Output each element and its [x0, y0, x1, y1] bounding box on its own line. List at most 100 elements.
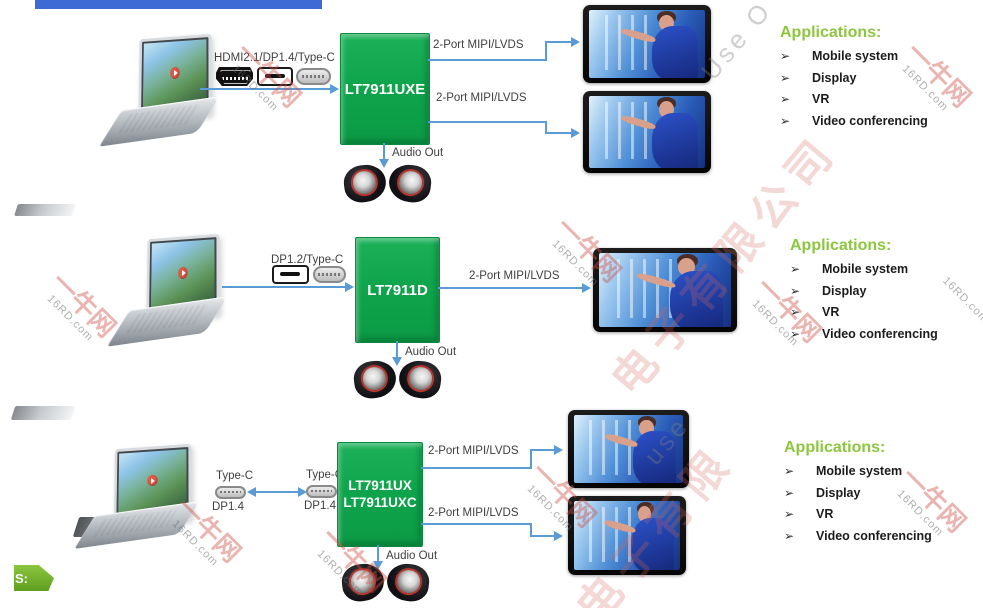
- output-label: 2-Port MIPI/LVDS: [469, 270, 560, 282]
- arrow-down-icon: [391, 357, 402, 366]
- list-item: ➢ VR: [780, 92, 928, 106]
- display-screen: [574, 501, 680, 570]
- applications-panel: Applications: ➢Mobile system ➢Display ➢V…: [784, 439, 932, 550]
- applications-panel: Applications: ➢Mobile system ➢Display ➢V…: [780, 24, 928, 135]
- typec-connector-icon: [296, 68, 331, 85]
- watermark-logo: 一牛网: [45, 266, 122, 344]
- display-image: [583, 5, 711, 83]
- speaker-icon: [386, 162, 434, 205]
- arrow-bullet-icon: ➢: [790, 262, 801, 276]
- output-line-elbow: [545, 121, 547, 134]
- watermark: 16RD.com: [940, 275, 983, 326]
- chip-label: LT7911UX: [348, 477, 412, 493]
- arrow-bullet-icon: ➢: [784, 507, 795, 521]
- arrow-left-icon: [247, 486, 256, 497]
- arrow-bullet-icon: ➢: [784, 528, 795, 543]
- arrow-bullet-icon: ➢: [790, 326, 801, 341]
- typec-label: Type-C: [216, 470, 254, 482]
- hdmi-connector-icon: [216, 67, 253, 86]
- dp-connector-icon: [272, 265, 309, 284]
- output-line: [428, 59, 547, 61]
- arrow-down-icon: [378, 159, 389, 168]
- display-screen: [589, 10, 705, 78]
- arrow-right-icon: [582, 282, 591, 293]
- speaker-icon: [384, 561, 432, 604]
- banner-label: S:: [15, 570, 28, 586]
- speaker-icon: [351, 358, 399, 401]
- application-label: Mobile system: [816, 464, 903, 478]
- output-line: [428, 121, 547, 123]
- list-item: ➢VR: [790, 305, 938, 319]
- application-label: VR: [812, 92, 830, 106]
- section-banner: S:: [14, 565, 54, 591]
- laptop-image: [74, 443, 204, 549]
- output-line: [438, 287, 584, 289]
- arrow-bullet-icon: ➢: [780, 49, 791, 63]
- list-item: ➢VR: [784, 507, 932, 521]
- play-icon: [169, 66, 179, 79]
- laptop-image: [99, 33, 222, 147]
- laptop-image: [107, 233, 230, 347]
- highlight-bar: [35, 0, 322, 9]
- list-item: ➢Display: [780, 71, 928, 85]
- display-screen: [574, 415, 683, 483]
- dp-label: DP1.4: [304, 500, 336, 512]
- page-edge-artifact: [14, 204, 76, 216]
- list-item: ➢ Video conferencing: [784, 529, 932, 543]
- laptop-base: [99, 96, 220, 147]
- dp-connector-icon: [257, 67, 293, 86]
- arrow-bullet-icon: ➢: [784, 485, 795, 500]
- display-image: [568, 496, 686, 575]
- typec-connector-icon: [306, 485, 337, 498]
- list-item: ➢Video conferencing: [780, 114, 928, 128]
- output-label: 2-Port MIPI/LVDS: [428, 507, 519, 519]
- list-item: ➢ Mobile system: [784, 464, 932, 478]
- watermark-site: 16RD.com: [940, 274, 983, 326]
- list-item: ➢Display: [790, 284, 938, 298]
- speaker-icon: [341, 162, 389, 205]
- audio-out-label: Audio Out: [405, 346, 457, 358]
- display-image: [593, 248, 737, 332]
- input-line: [222, 286, 347, 288]
- arrow-right-icon: [330, 83, 339, 94]
- list-item: ➢Mobile system: [790, 262, 938, 276]
- arrow-right-icon: [554, 444, 563, 455]
- speaker-icon: [396, 358, 444, 401]
- output-label: 2-Port MIPI/LVDS: [433, 39, 524, 51]
- chip-label: LT7911D: [367, 281, 428, 299]
- page-edge-artifact: [10, 406, 76, 420]
- output-label: 2-Port MIPI/LVDS: [428, 445, 519, 457]
- input-line: [200, 88, 332, 90]
- output-line: [530, 449, 556, 451]
- list-item: ➢Display: [784, 486, 932, 500]
- applications-heading: Applications:: [784, 439, 886, 456]
- dp-label: DP1.4: [212, 501, 244, 513]
- application-label: Mobile system: [812, 49, 899, 63]
- output-line-elbow: [545, 41, 547, 61]
- arrow-right-icon: [571, 36, 580, 47]
- display-screen: [589, 96, 705, 168]
- arrow-down-icon: [372, 561, 383, 570]
- output-line: [545, 132, 573, 134]
- arrow-right-icon: [345, 281, 354, 292]
- arrow-bullet-icon: ➢: [780, 92, 791, 106]
- arrow-right-icon: [554, 530, 563, 541]
- chip-label: LT7911UXC: [343, 494, 417, 510]
- output-line-elbow: [530, 449, 532, 469]
- audio-out-label: Audio Out: [386, 550, 438, 562]
- application-label: Display: [812, 70, 857, 85]
- application-label: Video conferencing: [812, 113, 928, 128]
- input-ports-label: HDMI2.1/DP1.4/Type-C: [214, 52, 335, 64]
- play-icon: [147, 474, 158, 486]
- applications-heading: Applications:: [790, 237, 892, 254]
- audio-line: [383, 143, 385, 161]
- chip-box-lt7911d: LT7911D: [355, 237, 440, 343]
- list-item: ➢Video conferencing: [790, 327, 938, 341]
- application-label: Display: [822, 283, 867, 298]
- application-label: Video conferencing: [816, 528, 932, 543]
- output-line: [530, 535, 556, 537]
- arrow-bullet-icon: ➢: [784, 464, 795, 478]
- display-screen: [599, 253, 731, 327]
